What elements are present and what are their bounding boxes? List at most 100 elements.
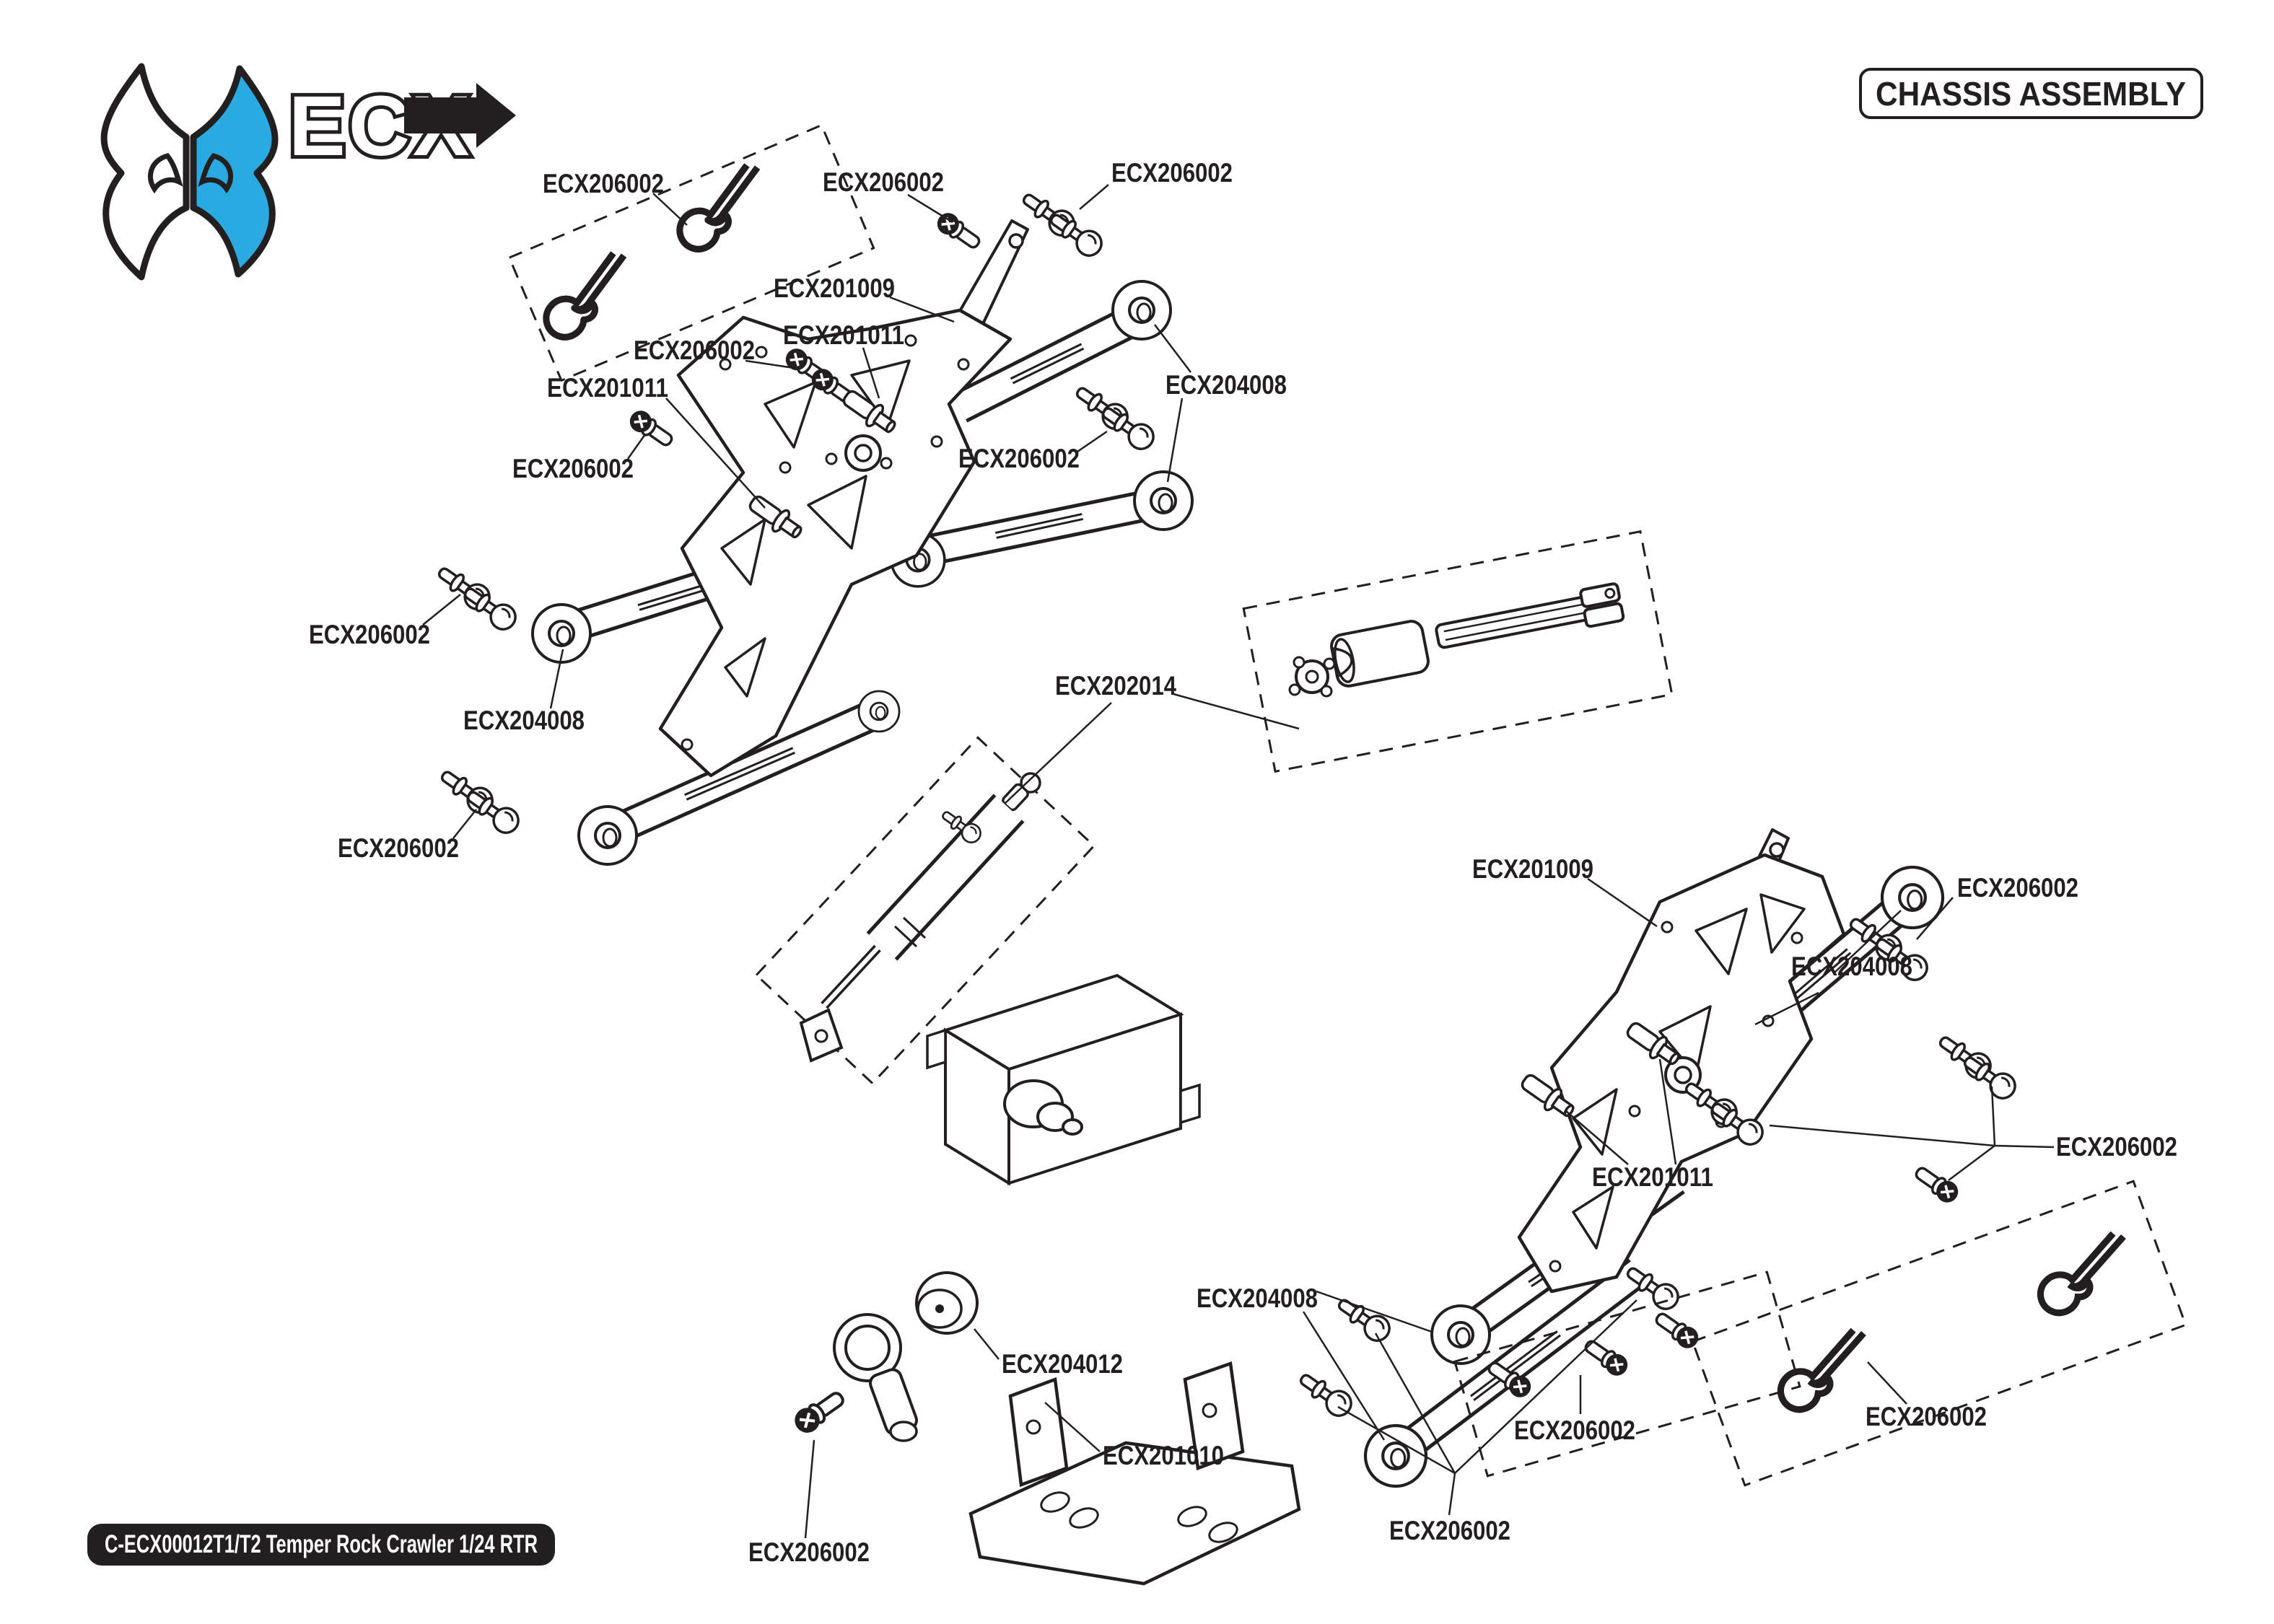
body-clip-icon	[2029, 1231, 2141, 1318]
leader-line	[1079, 184, 1109, 210]
leader-line	[1374, 1333, 1456, 1474]
brand-logo-icon	[100, 63, 279, 281]
servo-mount-bracket	[968, 1361, 1301, 1586]
leader-line	[1565, 1110, 1629, 1165]
right-chassis-assembly	[1293, 828, 2021, 1486]
part-label-ecx206002: ECX206002	[823, 167, 944, 197]
leader-line	[1154, 324, 1191, 373]
leader-line	[1916, 897, 1954, 940]
body-clip-icon	[665, 162, 779, 255]
suspension-link-lower-right-2	[1365, 1258, 1648, 1486]
leader-line	[1658, 1058, 1677, 1165]
screw-icon	[1579, 1334, 1633, 1382]
leader-line	[1075, 430, 1108, 455]
part-label-ecx204008: ECX204008	[463, 706, 585, 735]
leader-line	[804, 1439, 815, 1539]
screw-icon	[1910, 1161, 1964, 1208]
leader-line	[422, 594, 461, 626]
part-label-ecx201009: ECX201009	[1472, 854, 1593, 884]
leader-line	[1004, 702, 1112, 804]
leader-line	[1867, 1361, 1907, 1405]
brand-arrow-icon	[404, 83, 516, 148]
leader-line	[1834, 910, 1902, 973]
leader-line	[652, 193, 688, 226]
driveshaft-cup-icon	[1330, 620, 1430, 688]
part-label-ecx201011: ECX201011	[1592, 1162, 1713, 1192]
leader-line	[907, 193, 953, 224]
servo-horn	[915, 1271, 979, 1335]
part-label-ecx204008: ECX204008	[1166, 370, 1287, 400]
body-clip-box-top	[508, 123, 875, 382]
leader-line	[1948, 1145, 1995, 1181]
leader-line	[1337, 1405, 1456, 1475]
leader-line	[1044, 1402, 1101, 1452]
leader-line	[1454, 1299, 1637, 1474]
steering-bellcrank	[833, 1313, 918, 1442]
brand-logo: ECX	[100, 63, 516, 281]
part-label-ecx206002: ECX206002	[338, 833, 459, 863]
leader-line	[974, 1328, 1000, 1360]
page-title: CHASSIS ASSEMBLY	[1876, 75, 2186, 113]
suspension-link-upper-left	[952, 280, 1172, 423]
leader-line	[745, 359, 795, 369]
part-label-ecx201011: ECX201011	[783, 320, 904, 350]
part-label-ecx204012: ECX204012	[1002, 1349, 1123, 1379]
body-clip-icon	[532, 250, 646, 343]
part-label-ecx201009: ECX201009	[774, 273, 895, 303]
driveshaft-shaft-icon	[1435, 582, 1625, 649]
part-label-ecx206002: ECX206002	[543, 169, 664, 198]
driveshaft-box	[1242, 530, 1674, 773]
part-label-ecx206002: ECX206002	[1957, 873, 2078, 903]
leader-line	[1302, 1311, 1386, 1441]
chassis-plate-right	[1517, 853, 1846, 1294]
driveshaft-spider-icon	[1288, 656, 1336, 698]
ball-stud-icon	[458, 579, 522, 636]
part-label-ecx206002: ECX206002	[634, 335, 755, 365]
footer-product-code: C-ECX00012T1/T2 Temper Rock Crawler 1/24…	[105, 1530, 538, 1558]
leader-line	[549, 649, 564, 709]
part-label-ecx206002: ECX206002	[958, 444, 1080, 473]
leader-line	[862, 347, 880, 399]
steering-servo	[926, 973, 1201, 1186]
screw-icon	[1650, 1307, 1704, 1354]
leader-line	[626, 434, 647, 460]
part-label-ecx206002: ECX206002	[1389, 1516, 1510, 1545]
screw-icon	[624, 405, 678, 452]
suspension-link-mid-left	[890, 470, 1194, 588]
leader-line	[1587, 877, 1658, 928]
leader-line	[1173, 693, 1300, 730]
servo-screw-icon	[790, 1386, 849, 1437]
suspension-link-lower-left-2	[577, 690, 901, 866]
chassis-plate-left	[658, 308, 1013, 778]
leader-lines	[422, 184, 2055, 1539]
leader-line	[1754, 991, 1819, 1026]
ball-stud-icon	[1096, 399, 1160, 455]
part-label-ecx206002: ECX206002	[748, 1537, 870, 1567]
ball-stud-icon	[1957, 1048, 2021, 1105]
part-label-ecx202014: ECX202014	[1055, 671, 1176, 701]
driveshaft-set	[1242, 530, 1674, 773]
part-label-ecx206002: ECX206002	[1514, 1415, 1635, 1445]
screw-set-box	[1453, 1270, 1801, 1478]
left-chassis-assembly	[432, 123, 1194, 866]
part-label-ecx206002: ECX206002	[1111, 158, 1233, 188]
part-label-ecx204008: ECX204008	[1197, 1283, 1318, 1313]
title-box: CHASSIS ASSEMBLY	[1859, 68, 2203, 119]
leader-line	[1316, 1290, 1433, 1333]
leader-line	[452, 809, 477, 839]
part-label-ecx206002: ECX206002	[2056, 1132, 2177, 1162]
part-label-ecx206002: ECX206002	[309, 620, 430, 649]
part-label-ecx204008: ECX204008	[1791, 952, 1912, 981]
leader-line	[1448, 1472, 1456, 1516]
leader-line	[1769, 1124, 1995, 1147]
shock-absorber	[754, 736, 1096, 1085]
footer-badge: C-ECX00012T1/T2 Temper Rock Crawler 1/24…	[87, 1524, 555, 1566]
leader-line	[1166, 398, 1184, 483]
part-label-ecx201010: ECX201010	[1103, 1441, 1224, 1470]
ball-stud-icon	[460, 783, 525, 839]
body-clip-box-bottom	[1691, 1180, 2187, 1487]
part-label-ecx206002: ECX206002	[1866, 1402, 1987, 1431]
part-label-ecx206002: ECX206002	[512, 454, 634, 483]
part-label-ecx201011: ECX201011	[547, 373, 668, 403]
